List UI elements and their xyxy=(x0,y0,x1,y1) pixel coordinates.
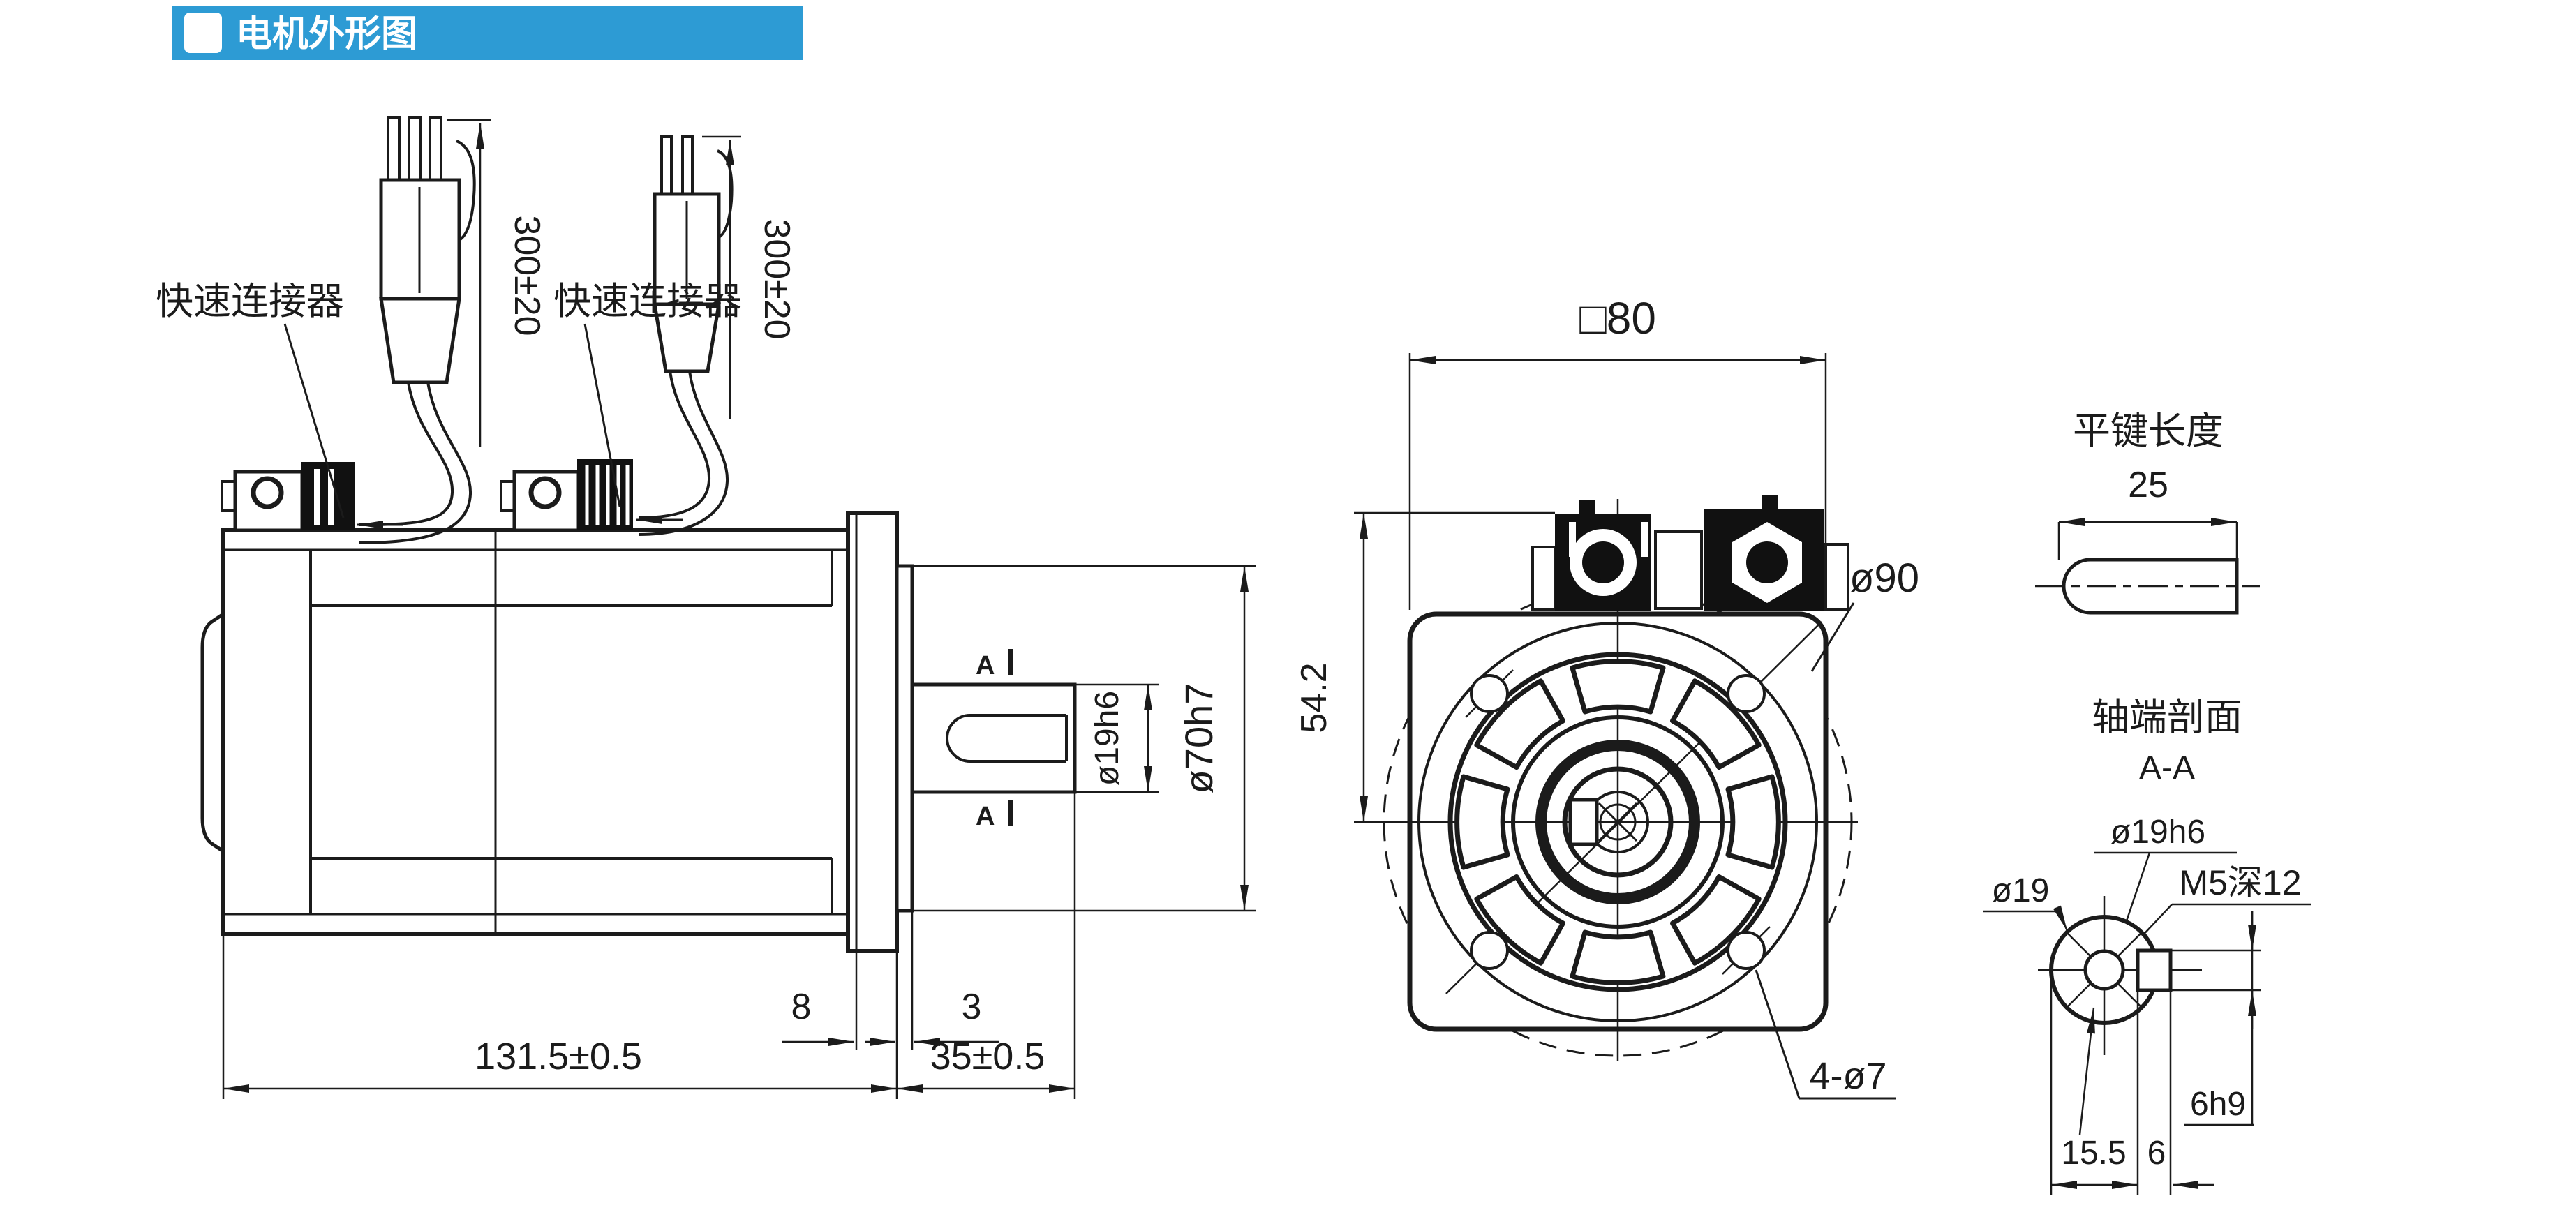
cooling-rib-petals xyxy=(1454,659,1781,985)
shaft-diameter-label: ø19h6 xyxy=(1089,691,1126,786)
cable-2-length-label: 300±20 xyxy=(757,218,797,339)
key-length-view: 平键长度 25 xyxy=(2035,410,2260,615)
pilot-circle-leader xyxy=(1810,602,1855,672)
mounting-holes-leader xyxy=(1755,969,1801,1099)
front-connectors xyxy=(1531,495,1849,611)
plug-1-latch xyxy=(456,140,476,241)
mounting-holes-label: 4-ø7 xyxy=(1809,1055,1886,1097)
cable-1 xyxy=(357,116,476,544)
pilot-spigot xyxy=(895,564,914,913)
header-banner: 电机外形图 xyxy=(172,6,803,60)
section-marker-bottom-label: A xyxy=(976,802,995,831)
mounting-holes xyxy=(1470,674,1766,970)
frame-size-dimension: □80 xyxy=(1408,293,1827,610)
body-length-label: 131.5±0.5 xyxy=(475,1036,642,1077)
section-key xyxy=(2136,948,2173,992)
header-square-icon xyxy=(184,13,222,53)
connector-2-leader xyxy=(583,323,621,507)
motor-rings xyxy=(1417,622,1818,1022)
connector-1-label: 快速连接器 xyxy=(156,281,344,322)
connector-height-label: 54.2 xyxy=(1294,662,1334,733)
plug-2-latch xyxy=(717,149,734,239)
section-a-markers: A A xyxy=(976,649,1013,831)
key-width-label: 6h9 xyxy=(2190,1086,2246,1123)
section-view-label: A-A xyxy=(2139,749,2195,786)
cable-1-length-label: 300±20 xyxy=(507,215,547,336)
pilot-diameter-dimension: ø70h7 xyxy=(897,565,1256,912)
motor-body-outline xyxy=(200,528,850,936)
section-shaft-diameter-label: ø19h6 xyxy=(2110,814,2205,851)
key-view-title: 平键长度 xyxy=(2073,410,2224,452)
flange-thickness-label: 8 xyxy=(791,987,812,1027)
pilot-depth-label: 3 xyxy=(962,987,982,1027)
frame-size-label: □80 xyxy=(1579,293,1656,343)
side-view: A A xyxy=(156,116,1256,1099)
connector-1-leader xyxy=(283,323,345,518)
pilot-circle-label: ø90 xyxy=(1849,555,1919,601)
rear-end-cap xyxy=(200,612,225,853)
cable-1-length-dimension: 300±20 xyxy=(447,119,547,447)
header-background xyxy=(172,6,803,60)
page-title: 电机外形图 xyxy=(236,14,417,54)
tapped-hole-circle xyxy=(2083,949,2125,991)
key-length-label: 25 xyxy=(2128,465,2168,505)
front-view: □80 54.2 ø90 4-ø7 xyxy=(1294,293,1919,1100)
section-marker-top-label: A xyxy=(976,651,995,680)
section-view-title: 轴端剖面 xyxy=(2092,696,2242,738)
key-height-label: 6 xyxy=(2147,1135,2166,1172)
connector-height-dimension: 54.2 xyxy=(1294,511,1555,823)
shaft xyxy=(910,682,1077,794)
cable-2-length-dimension: 300±20 xyxy=(702,135,797,419)
pilot-diameter-label: ø70h7 xyxy=(1177,683,1221,794)
tapped-hole-label: M5深12 xyxy=(2179,863,2301,902)
shaft-length-label: 35±0.5 xyxy=(930,1036,1045,1077)
cable-2 xyxy=(636,135,734,536)
shaft-key-slot xyxy=(946,714,1068,763)
section-shaft-nominal-label: ø19 xyxy=(1992,872,2050,909)
shaft-section-view: 轴端剖面 A-A ø19h6 ø19 M5深12 6h9 xyxy=(1983,696,2311,1195)
section-bottom-dimensions: 15.5 6 xyxy=(2050,971,2214,1195)
shaft-diameter-dimension: ø19h6 xyxy=(1075,683,1159,793)
side-bottom-dimensions: 8 3 131.5±0.5 35±0.5 xyxy=(222,792,1076,1099)
flat-height-label: 15.5 xyxy=(2061,1135,2126,1172)
power-connector-mount xyxy=(221,462,355,532)
front-keyway xyxy=(1568,798,1599,846)
connector-2-label: 快速连接器 xyxy=(553,281,742,322)
key-width-dimension: 6h9 xyxy=(2171,911,2261,1126)
